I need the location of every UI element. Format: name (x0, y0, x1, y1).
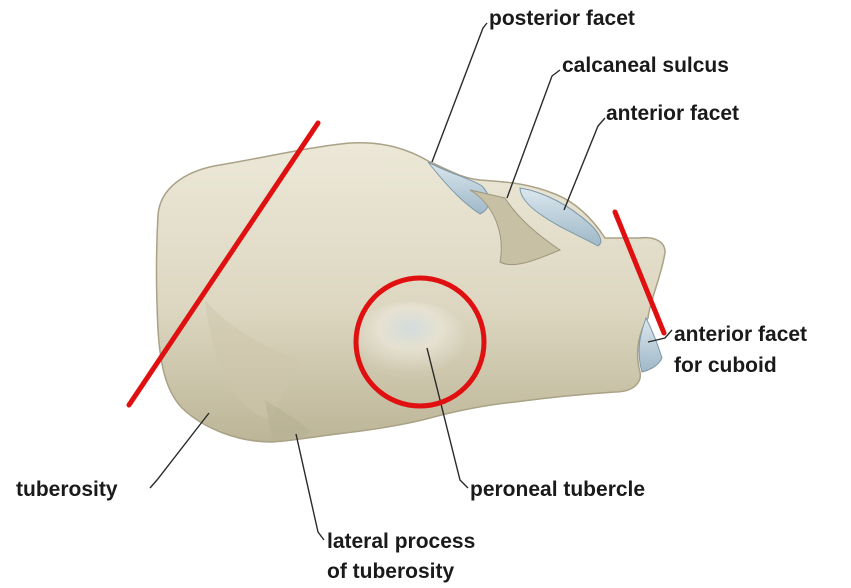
leader-posterior-facet (432, 23, 487, 162)
peroneal-tubercle-bump (352, 302, 468, 378)
leader-lateral-process (296, 434, 324, 540)
label-tuberosity: tuberosity (16, 478, 118, 501)
calcaneus-bone (157, 143, 666, 442)
label-lateral-process-line2: of tuberosity (327, 560, 454, 583)
bone-body (157, 143, 666, 442)
label-anterior-facet-cuboid-line2: for cuboid (674, 354, 777, 377)
label-lateral-process-line1: lateral process (327, 530, 475, 553)
label-peroneal-tubercle: peroneal tubercle (470, 478, 645, 501)
leader-tuberosity (150, 413, 209, 488)
label-anterior-facet-cuboid-line1: anterior facet (674, 323, 807, 346)
label-calcaneal-sulcus: calcaneal sulcus (562, 54, 729, 77)
leader-anterior-facet (564, 118, 605, 210)
label-posterior-facet: posterior facet (489, 7, 635, 30)
leader-calcaneal-sulcus (507, 70, 560, 198)
label-anterior-facet: anterior facet (606, 102, 739, 125)
